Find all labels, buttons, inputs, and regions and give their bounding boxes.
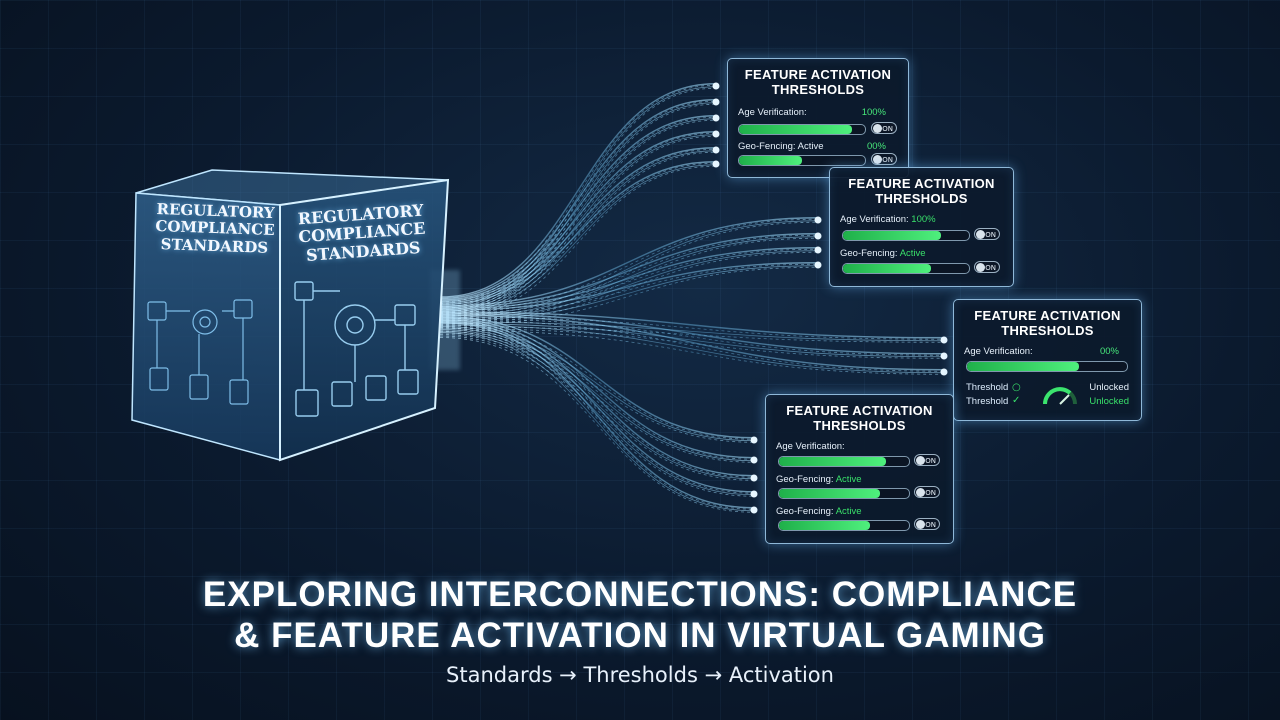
connector-dot — [750, 456, 758, 464]
connector-dot — [940, 368, 948, 376]
progress-bar — [842, 230, 970, 241]
progress-bar — [778, 488, 910, 499]
progress-bar — [778, 520, 910, 531]
age-verification-row: Age Verification: — [776, 441, 945, 455]
progress-bar — [778, 456, 910, 467]
row-label: Geo-Fencing: Active — [776, 474, 862, 485]
progress-fill — [739, 125, 853, 134]
on-toggle[interactable]: ON — [871, 122, 897, 134]
row-label: Geo-Fencing: Active — [776, 506, 862, 517]
progress-bar — [842, 263, 970, 274]
check-icon: ✓ — [1012, 395, 1021, 406]
progress-fill — [843, 231, 942, 240]
compliance-cube: Regulatory Compliance Standards Regulato… — [0, 0, 460, 470]
row-value: 00% — [866, 141, 886, 152]
threshold-label-1: Threshold — [966, 382, 1009, 393]
gauge-icon — [1043, 387, 1077, 405]
row-value: 100% — [861, 107, 886, 118]
row-label: Age Verification: — [776, 441, 845, 452]
geo-fencing-row: Geo-Fencing: Active — [776, 474, 945, 488]
on-toggle[interactable]: ON — [974, 261, 1000, 273]
progress-fill — [779, 457, 886, 466]
row-label: Age Verification: 100% — [840, 214, 936, 225]
progress-fill — [739, 156, 802, 165]
threshold-panel-4: Feature Activation Thresholds Age Verifi… — [765, 394, 954, 544]
cube-left-label: Regulatory Compliance Standards — [155, 199, 275, 257]
panel-title: Feature Activation Thresholds — [786, 403, 933, 433]
connector-dot — [940, 336, 948, 344]
unlocked-label: Unlocked — [1089, 382, 1129, 393]
connector-dot — [750, 490, 758, 498]
on-toggle[interactable]: ON — [871, 153, 897, 165]
connector-dot — [712, 146, 720, 154]
cube-graphic — [131, 169, 450, 462]
unlocked-status: Unlocked — [1089, 396, 1129, 407]
connector-dot — [712, 114, 720, 122]
row-label: Age Verification: — [964, 346, 1033, 357]
progress-fill — [779, 521, 870, 530]
row-label: Geo-Fencing: Active — [840, 248, 926, 259]
connector-dot — [940, 352, 948, 360]
subtitle: Standards → Thresholds → Activation — [446, 663, 834, 687]
progress-fill — [967, 362, 1079, 371]
age-verification-row: Age Verification: 100% — [738, 107, 900, 121]
connector-dot — [712, 82, 720, 90]
connector-dot — [712, 160, 720, 168]
on-toggle[interactable]: ON — [914, 486, 940, 498]
age-verification-row: Age Verification: 00% — [964, 346, 1133, 360]
progress-bar — [738, 124, 866, 135]
lock-open-icon: ○ — [1012, 382, 1021, 393]
headline-line-1: Exploring Interconnections: Compliance — [202, 575, 1078, 614]
threshold-panel-3: Feature Activation Thresholds Age Verifi… — [953, 299, 1142, 421]
connector-dot — [750, 506, 758, 514]
connector-dot — [814, 216, 822, 224]
cube-right-label: Regulatory Compliance Standards — [297, 200, 427, 265]
panel-title: Feature Activation Thresholds — [974, 308, 1121, 338]
on-toggle[interactable]: ON — [914, 454, 940, 466]
row-value: 00% — [1099, 346, 1119, 357]
geo-fencing-row: Geo-Fencing: Active — [840, 248, 1005, 262]
headline-line-2: & Feature Activation in Virtual Gaming — [234, 616, 1046, 655]
on-toggle[interactable]: ON — [914, 518, 940, 530]
row-label: Geo-Fencing: Active — [738, 141, 824, 152]
connector-dot — [712, 98, 720, 106]
progress-bar — [738, 155, 866, 166]
progress-fill — [779, 489, 881, 498]
progress-bar — [966, 361, 1128, 372]
connector-dot — [814, 232, 822, 240]
geo-fencing-row: Geo-Fencing: Active 00% — [738, 141, 900, 155]
panel-title: Feature Activation Thresholds — [744, 67, 892, 97]
connector-dot — [814, 246, 822, 254]
threshold-label-2: Threshold — [966, 396, 1009, 407]
age-verification-row: Age Verification: 100% — [840, 214, 1005, 228]
progress-fill — [843, 264, 932, 273]
connector-dot — [750, 474, 758, 482]
geo-fencing-row: Geo-Fencing: Active — [776, 506, 945, 520]
on-toggle[interactable]: ON — [974, 228, 1000, 240]
threshold-panel-1: Feature Activation Thresholds Age Verifi… — [727, 58, 909, 178]
connector-dot — [750, 436, 758, 444]
threshold-panel-2: Feature Activation Thresholds Age Verifi… — [829, 167, 1014, 287]
row-label: Age Verification: — [738, 107, 807, 118]
connector-dot — [712, 130, 720, 138]
connector-dot — [814, 261, 822, 269]
panel-title: Feature Activation Thresholds — [848, 176, 995, 206]
